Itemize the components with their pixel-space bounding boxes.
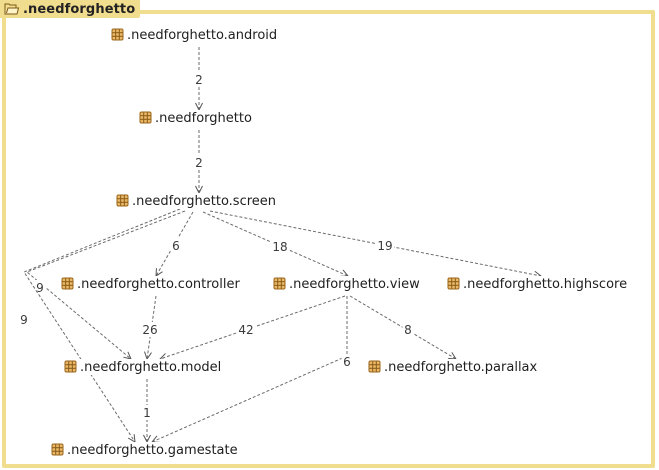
node-backdrop: [61, 276, 270, 292]
node-backdrop: [273, 276, 437, 292]
edge-label-backdrop: [341, 354, 353, 369]
node-label: .needforghetto.parallax: [384, 360, 538, 375]
edge-label: 8: [404, 323, 412, 337]
package-folder-icon: [4, 2, 20, 16]
edge-label: 2: [195, 73, 203, 87]
package-icon: [273, 277, 286, 290]
edge-view-to-model: 42: [158, 295, 346, 361]
edge-label-backdrop: [34, 280, 46, 295]
diagram-title-tab[interactable]: .needforghetto: [0, 0, 141, 18]
edge-label-backdrop: [193, 72, 205, 87]
edge-screen-to-controller: 6: [155, 211, 194, 277]
node-backdrop: [447, 276, 649, 292]
edge-label: 6: [343, 355, 351, 369]
edge-model-to-gamestate: 1: [141, 379, 153, 444]
node-backdrop: [111, 27, 298, 43]
node-label: .needforghetto.model: [80, 360, 221, 375]
package-icon: [116, 194, 129, 207]
package-icon: [368, 360, 381, 373]
edge-label-backdrop: [141, 405, 153, 420]
edge-label-backdrop: [141, 322, 159, 337]
diagram-title: .needforghetto: [23, 1, 136, 17]
node-backdrop: [64, 359, 235, 375]
package-icon: [61, 277, 74, 290]
node-highscore[interactable]: .needforghetto.highscore: [447, 276, 649, 292]
package-icon: [139, 111, 152, 124]
node-parallax[interactable]: .needforghetto.parallax: [368, 359, 562, 375]
node-label: .needforghetto.view: [289, 277, 420, 292]
edge-label-backdrop: [170, 238, 182, 253]
node-root[interactable]: .needforghetto: [139, 110, 265, 126]
edge-view-to-parallax: 8: [349, 295, 457, 360]
edge-line: [209, 210, 542, 277]
arrowhead: [448, 352, 457, 360]
package-icon: [64, 360, 77, 373]
node-controller[interactable]: .needforghetto.controller: [61, 276, 270, 292]
edge-line: [23, 208, 181, 443]
edge-label-backdrop: [402, 322, 414, 337]
node-label: .needforghetto.controller: [77, 277, 240, 292]
arrowhead: [127, 434, 136, 443]
edge-line: [26, 210, 186, 360]
edge-label-backdrop: [18, 312, 30, 327]
edge-label: 9: [20, 313, 28, 327]
edge-root-to-screen: 2: [193, 130, 205, 195]
edge-label: 2: [195, 156, 203, 170]
arrowhead: [123, 351, 132, 360]
node-screen[interactable]: .needforghetto.screen: [116, 193, 295, 209]
edge-controller-to-model: 26: [141, 295, 159, 361]
edge-line: [202, 211, 349, 277]
node-backdrop: [116, 193, 295, 209]
package-icon: [51, 443, 64, 456]
edge-screen-to-view: 18: [202, 211, 350, 277]
node-android[interactable]: .needforghetto.android: [111, 27, 298, 43]
edge-label: 6: [172, 239, 180, 253]
edge-label: 1: [143, 406, 151, 420]
edge-label-backdrop: [237, 322, 255, 337]
node-model[interactable]: .needforghetto.model: [64, 359, 235, 375]
edge-label-backdrop: [193, 155, 205, 170]
node-label: .needforghetto.screen: [132, 194, 276, 209]
package-icon: [111, 28, 124, 41]
package-frame: [2, 10, 655, 468]
edge-label-backdrop: [271, 239, 289, 254]
edge-label: 26: [142, 323, 157, 337]
node-backdrop: [368, 359, 562, 375]
node-backdrop: [139, 110, 265, 126]
edge-android-to-root: 2: [193, 47, 205, 112]
node-view[interactable]: .needforghetto.view: [273, 276, 437, 292]
edge-screen-to-highscore: 19: [209, 210, 543, 279]
node-label: .needforghetto.android: [127, 28, 277, 43]
edge-label: 9: [36, 281, 44, 295]
nodes-layer: .needforghetto.android .needforghetto .nee…: [51, 27, 649, 458]
node-label: .needforghetto.gamestate: [67, 443, 238, 458]
node-backdrop: [51, 442, 253, 458]
edge-label: 18: [272, 240, 287, 254]
node-label: .needforghetto.highscore: [463, 277, 627, 292]
node-label: .needforghetto: [155, 111, 252, 126]
edge-label: 42: [238, 323, 253, 337]
package-icon: [447, 277, 460, 290]
edge-label: 19: [377, 239, 392, 253]
edge-label-backdrop: [376, 238, 394, 253]
node-gamestate[interactable]: .needforghetto.gamestate: [51, 442, 253, 458]
